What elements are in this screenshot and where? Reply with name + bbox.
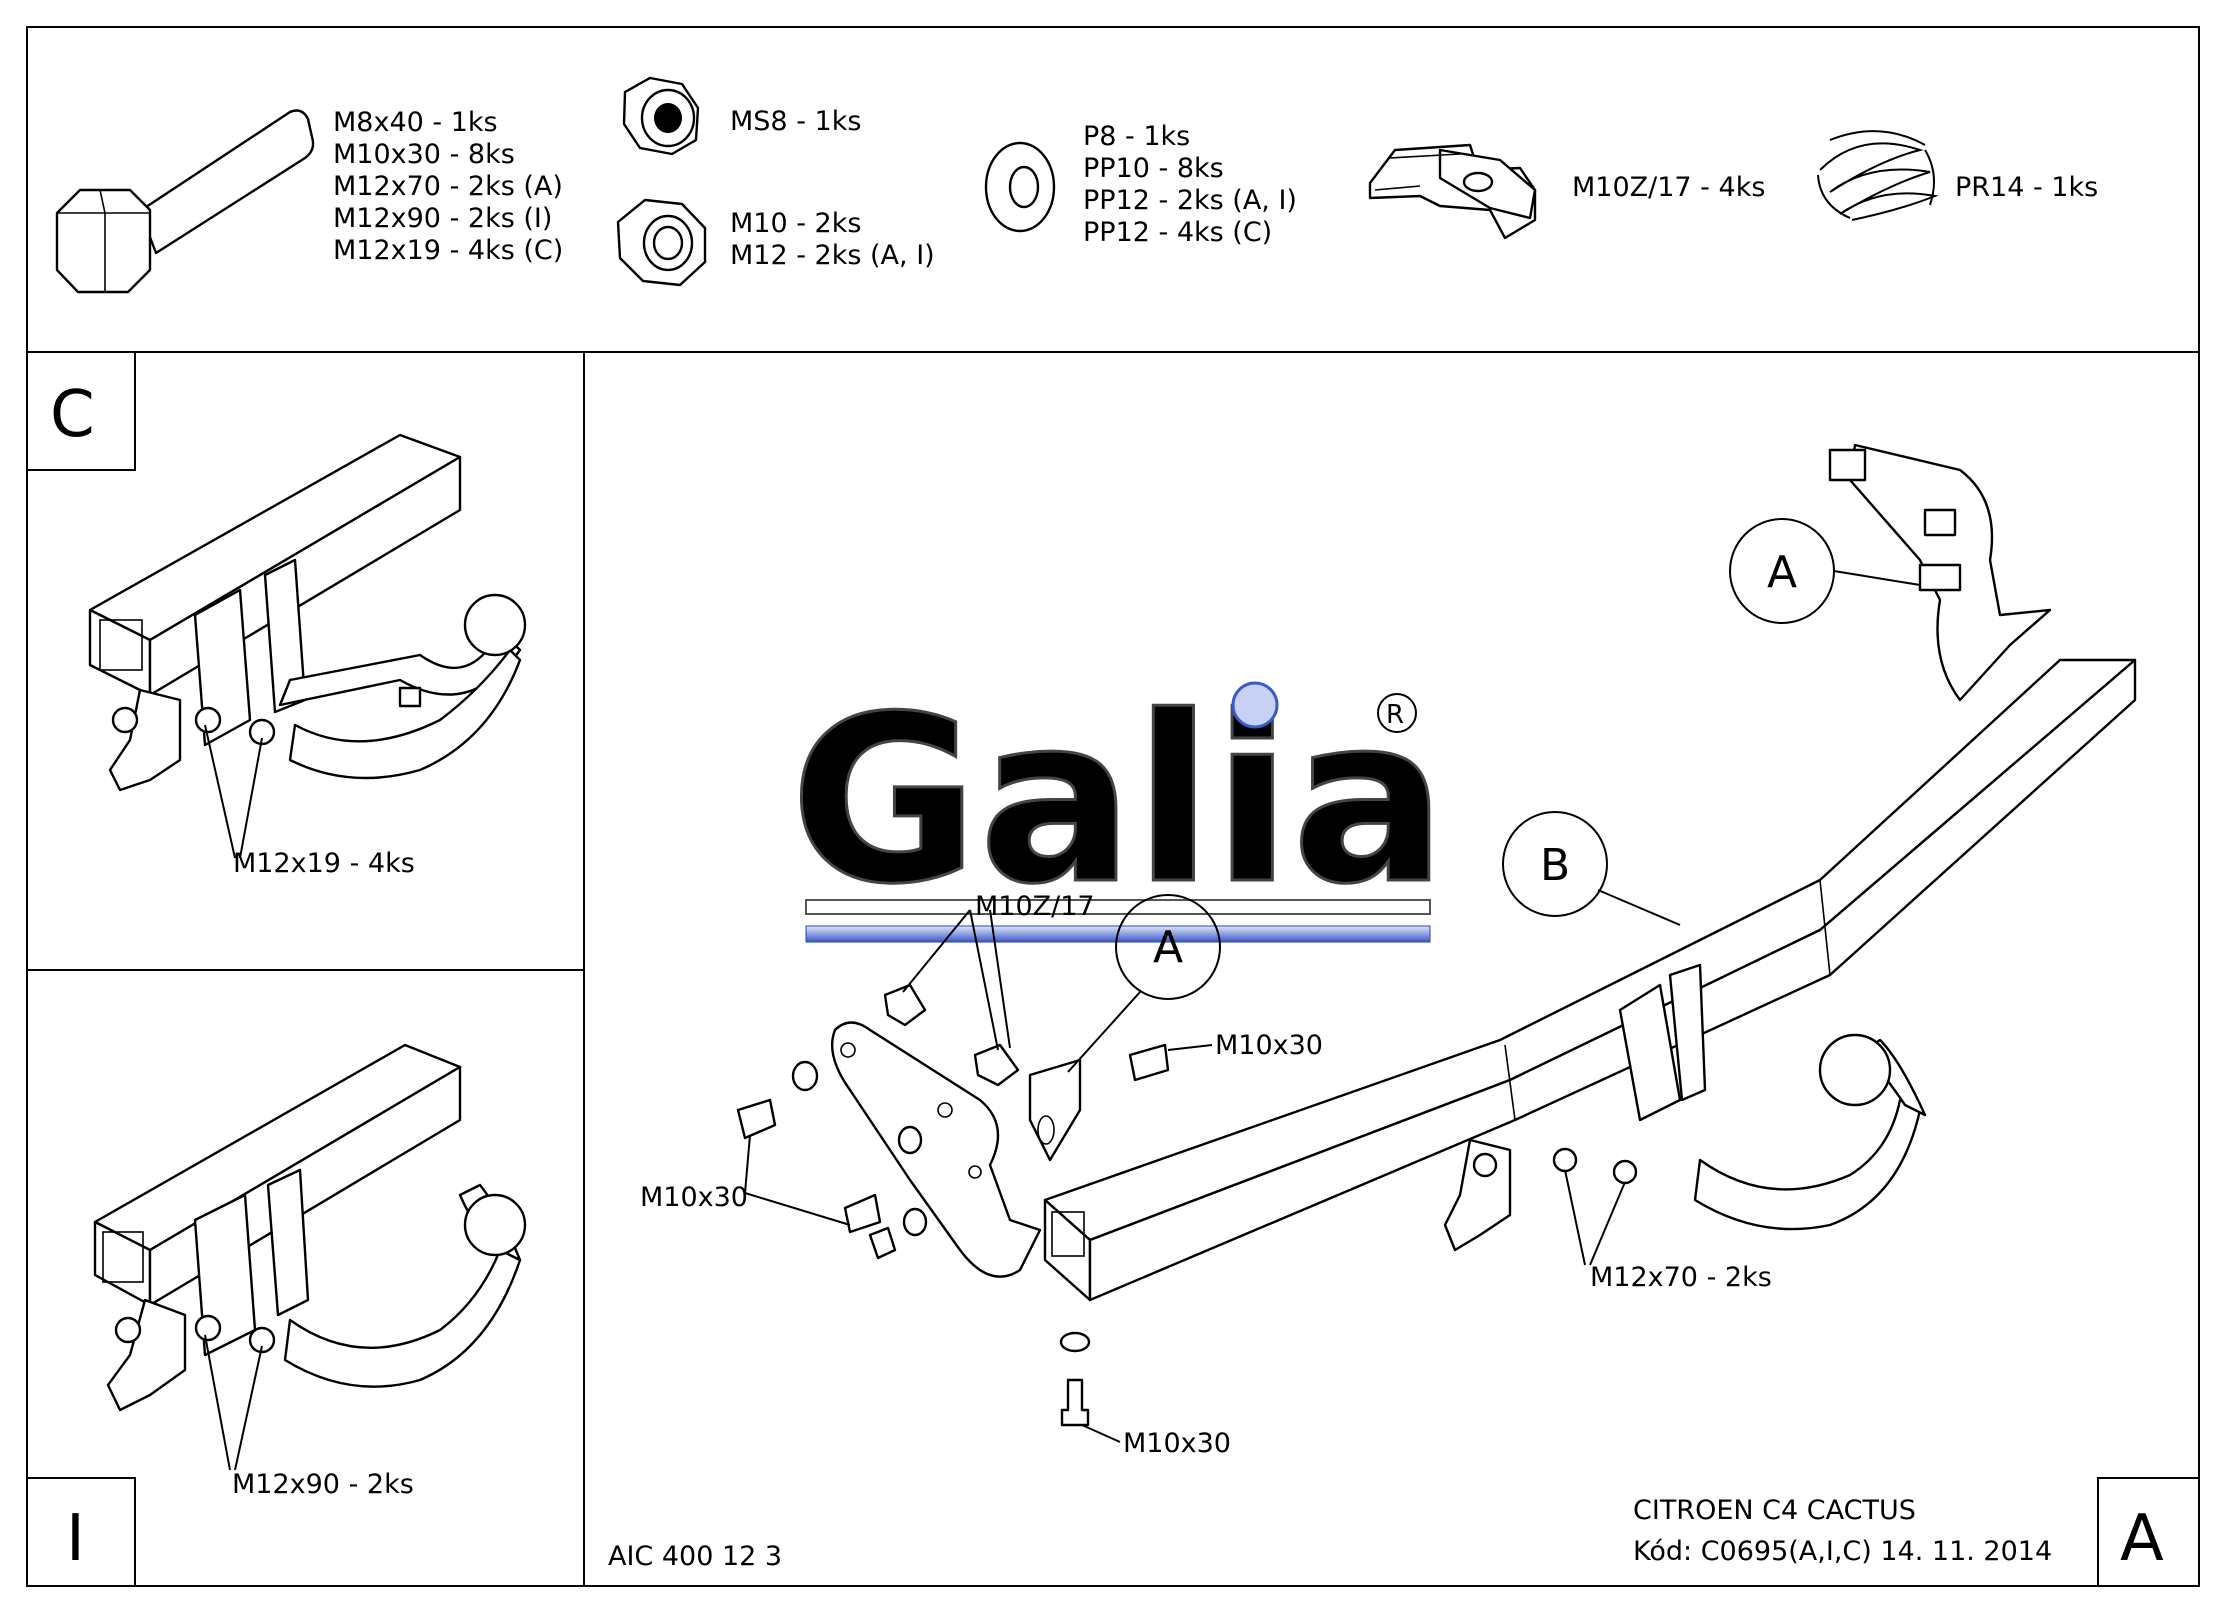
vehicle-name: CITROEN C4 CACTUS bbox=[1633, 1495, 1916, 1526]
spring-icon bbox=[1817, 130, 1939, 221]
hex-nut-icon bbox=[616, 198, 707, 287]
bolt-callout-label-1: M10x30 bbox=[1215, 1030, 1323, 1061]
washer-icon bbox=[984, 141, 1056, 233]
bolt-spec-4: M12x90 - 2ks (I) bbox=[333, 203, 552, 234]
hardware-list: M8x40 - 1ks M10x30 - 8ks M12x70 - 2ks (A… bbox=[55, 76, 2098, 294]
panel-i-letter: I bbox=[66, 1502, 85, 1576]
hex-bolt-icon bbox=[55, 109, 315, 294]
ball-bolt-label: M12x70 - 2ks bbox=[1590, 1262, 1772, 1293]
kod-and-date: Kód: C0695(A,I,C) 14. 11. 2014 bbox=[1633, 1536, 2052, 1567]
clip-callout-label: M10Z/17 bbox=[975, 891, 1095, 922]
right-bracket bbox=[1828, 443, 2052, 702]
nut-ms8-spec: MS8 - 1ks bbox=[730, 106, 861, 137]
variant-letter: A bbox=[2120, 1502, 2164, 1576]
main-assembly: Galia R A B A M10Z/17 bbox=[640, 443, 2137, 1459]
drawing-code: AIC 400 12 3 bbox=[608, 1541, 782, 1572]
panel-c: C M12x19 - 4ks bbox=[26, 351, 527, 879]
bolt-spec-2: M10x30 - 8ks bbox=[333, 139, 515, 170]
washer-spec-4: PP12 - 4ks (C) bbox=[1083, 217, 1272, 248]
clip-nut-1 bbox=[883, 983, 927, 1027]
self-locking-nut-icon bbox=[622, 76, 700, 156]
cage-nut-clip-icon bbox=[1368, 143, 1537, 240]
clip-spec: M10Z/17 - 4ks bbox=[1572, 172, 1765, 203]
washer-spec-3: PP12 - 2ks (A, I) bbox=[1083, 185, 1297, 216]
tow-ball bbox=[1443, 963, 1927, 1252]
logo-wordmark: Galia bbox=[790, 668, 1447, 935]
loose-fasteners bbox=[736, 1043, 1170, 1427]
logo-registered-mark: R bbox=[1386, 700, 1404, 730]
towbar-detail-i bbox=[93, 1043, 527, 1412]
callout-a-top-letter: A bbox=[1767, 547, 1797, 598]
bolt-callout-label-2: M10x30 bbox=[640, 1182, 748, 1213]
left-bracket bbox=[831, 1021, 1082, 1278]
callout-b-letter: B bbox=[1540, 840, 1570, 891]
callout-a-mid: A bbox=[1067, 894, 1221, 1073]
bolt-spec-3: M12x70 - 2ks (A) bbox=[333, 171, 563, 202]
callout-a-mid-letter: A bbox=[1153, 922, 1183, 973]
callout-b: B bbox=[1502, 811, 1681, 926]
nut-spec-2: M12 - 2ks (A, I) bbox=[730, 240, 935, 271]
panel-i-bolt-label: M12x90 - 2ks bbox=[232, 1469, 414, 1500]
drawing-frame bbox=[26, 26, 2200, 1587]
callout-a-top: A bbox=[1729, 518, 1921, 624]
panel-c-bolt-label: M12x19 - 4ks bbox=[233, 848, 415, 879]
crossbeam bbox=[1043, 658, 2137, 1302]
spring-spec: PR14 - 1ks bbox=[1955, 172, 2098, 203]
washer-spec-2: PP10 - 8ks bbox=[1083, 153, 1224, 184]
washer-spec-1: P8 - 1ks bbox=[1083, 121, 1190, 152]
towbar-detail-c bbox=[88, 433, 527, 792]
galia-logo: Galia R bbox=[789, 667, 1448, 943]
nut-spec-1: M10 - 2ks bbox=[730, 208, 861, 239]
clip-nut-2 bbox=[973, 1043, 1020, 1087]
bolt-spec-5: M12x19 - 4ks (C) bbox=[333, 235, 563, 266]
title-block: AIC 400 12 3 CITROEN C4 CACTUS Kód: C069… bbox=[608, 1477, 2200, 1587]
bolt-spec-1: M8x40 - 1ks bbox=[333, 107, 498, 138]
bolt-callout-label-3: M10x30 bbox=[1123, 1428, 1231, 1459]
panel-c-letter: C bbox=[50, 378, 95, 452]
panel-i: I M12x90 - 2ks bbox=[26, 1043, 527, 1587]
